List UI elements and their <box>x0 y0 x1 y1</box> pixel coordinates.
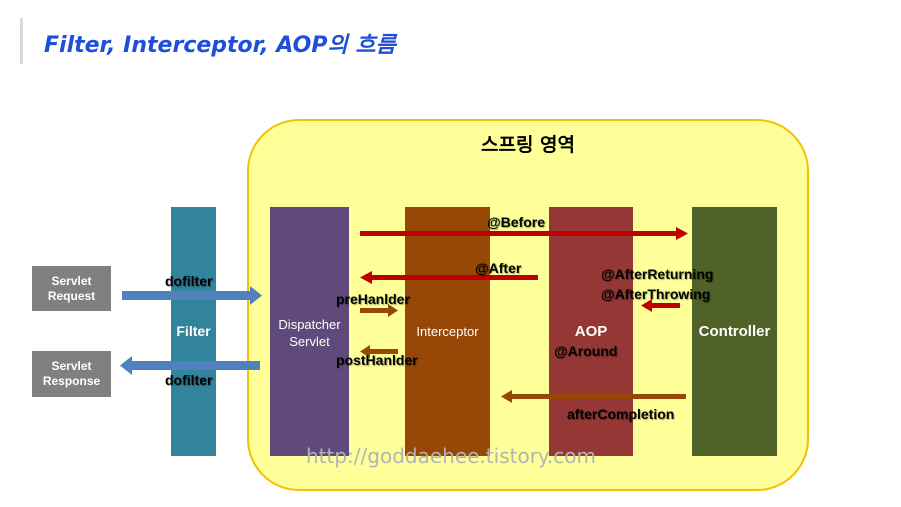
dofilter-out-label: dofilter <box>165 372 213 388</box>
title-accent-bar <box>20 18 23 64</box>
around-label: @Around <box>554 343 618 359</box>
controller-label: Controller <box>698 323 771 340</box>
filter-column: Filter <box>171 207 216 456</box>
servlet-response-label: Servlet Response <box>42 359 101 388</box>
dispatcher-servlet-column: Dispatcher Servlet <box>270 207 349 456</box>
before-label: @Before <box>487 214 545 230</box>
after-completion-arrow <box>501 390 686 403</box>
after-throwing-label: @AfterThrowing <box>601 286 711 302</box>
dispatcher-servlet-label: Dispatcher Servlet <box>278 317 341 349</box>
response-arrow <box>120 356 260 375</box>
posthandler-arrow <box>360 345 398 358</box>
prehandler-label: preHanlder <box>336 291 410 307</box>
servlet-response-box: Servlet Response <box>32 351 111 397</box>
request-arrow <box>122 286 262 305</box>
before-arrow <box>360 227 688 240</box>
dofilter-in-label: dofilter <box>165 273 213 289</box>
page-title: Filter, Interceptor, AOP의 흐름 <box>44 33 396 58</box>
filter-label: Filter <box>176 323 211 339</box>
interceptor-label: Interceptor <box>416 324 479 339</box>
servlet-request-label: Servlet Request <box>47 273 96 303</box>
prehandler-arrow <box>360 304 398 317</box>
after-returning-arrow <box>641 299 680 312</box>
aop-label: AOP <box>574 323 608 340</box>
watermark: http://goddaehee.tistory.com <box>306 444 596 468</box>
spring-region-label: 스프링 영역 <box>480 134 575 156</box>
aop-column: AOP <box>549 207 633 456</box>
after-label: @After <box>475 260 522 276</box>
posthandler-label: postHanlder <box>336 352 418 368</box>
after-returning-label: @AfterReturning <box>601 266 714 282</box>
after-arrow <box>360 271 538 284</box>
controller-column: Controller <box>692 207 777 456</box>
after-completion-label: afterCompletion <box>567 406 675 422</box>
interceptor-column: Interceptor <box>405 207 490 456</box>
servlet-request-box: Servlet Request <box>32 266 111 311</box>
